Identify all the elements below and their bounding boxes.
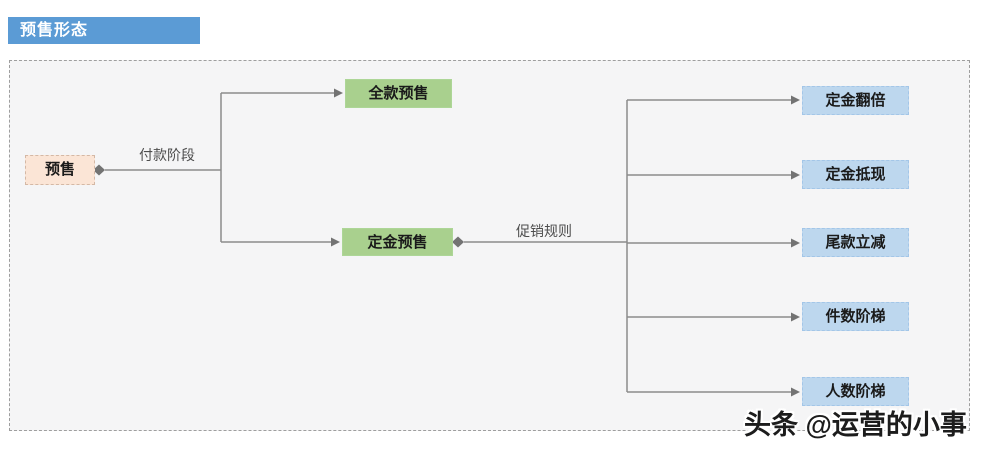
- node-balance-instant-discount: 尾款立减: [802, 228, 909, 257]
- toutiao-watermark: 头条 @运营的小事: [744, 410, 967, 440]
- edge-label-promo-rules: 促销规则: [516, 223, 572, 239]
- edge-label-payment-stage: 付款阶段: [139, 147, 195, 163]
- node-quantity-ladder: 件数阶梯: [802, 302, 909, 331]
- node-deposit-double: 定金翻倍: [802, 86, 909, 115]
- node-deposit-cash-offset: 定金抵现: [802, 160, 909, 189]
- page-title: 预售形态: [8, 17, 200, 44]
- node-people-ladder: 人数阶梯: [802, 377, 909, 406]
- node-full-payment-presale: 全款预售: [345, 79, 452, 108]
- node-deposit-presale: 定金预售: [342, 228, 453, 256]
- node-presale: 预售: [25, 155, 95, 185]
